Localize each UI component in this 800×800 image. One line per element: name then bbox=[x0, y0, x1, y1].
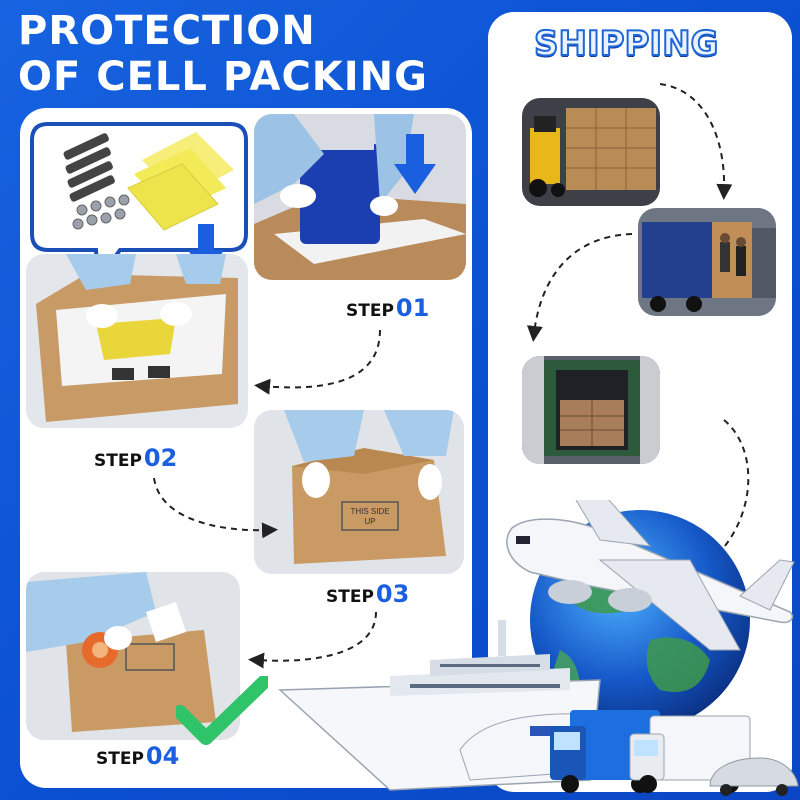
step-word: STEP bbox=[94, 451, 142, 471]
step-word: STEP bbox=[96, 749, 144, 769]
step-03-photo: THIS SIDE UP bbox=[254, 410, 464, 574]
title-line-2: OF CELL PACKING bbox=[18, 54, 428, 100]
airplane-icon bbox=[506, 500, 795, 651]
step-01-photo bbox=[254, 114, 466, 280]
step-word: STEP bbox=[346, 301, 394, 321]
step-01-label: STEP 01 bbox=[346, 294, 429, 322]
truck-loading-photo bbox=[638, 208, 776, 316]
down-arrow-icon bbox=[394, 134, 436, 194]
box-print-line-1: THIS SIDE bbox=[350, 507, 389, 516]
transport-illustration bbox=[278, 500, 799, 796]
check-icon bbox=[176, 676, 268, 745]
title-line-1: PROTECTION bbox=[18, 8, 316, 54]
step-04-label: STEP 04 bbox=[96, 742, 179, 770]
accessories-callout bbox=[30, 122, 248, 286]
step-number: 01 bbox=[395, 294, 430, 322]
step-number: 02 bbox=[143, 444, 178, 472]
step-02-label: STEP 02 bbox=[94, 444, 177, 472]
warehouse-forklift-photo bbox=[522, 98, 660, 206]
step-word: STEP bbox=[326, 587, 374, 607]
step-02-photo bbox=[26, 254, 248, 428]
step-number: 03 bbox=[375, 580, 410, 608]
container-photo bbox=[522, 356, 660, 464]
step-number: 04 bbox=[145, 742, 180, 770]
box-print-line-2: UP bbox=[364, 517, 375, 526]
car-icon bbox=[709, 757, 799, 796]
step-03-label: STEP 03 bbox=[326, 580, 409, 608]
page-title: PROTECTION OF CELL PACKING bbox=[18, 8, 428, 100]
shipping-title: SHIPPING bbox=[533, 23, 719, 65]
